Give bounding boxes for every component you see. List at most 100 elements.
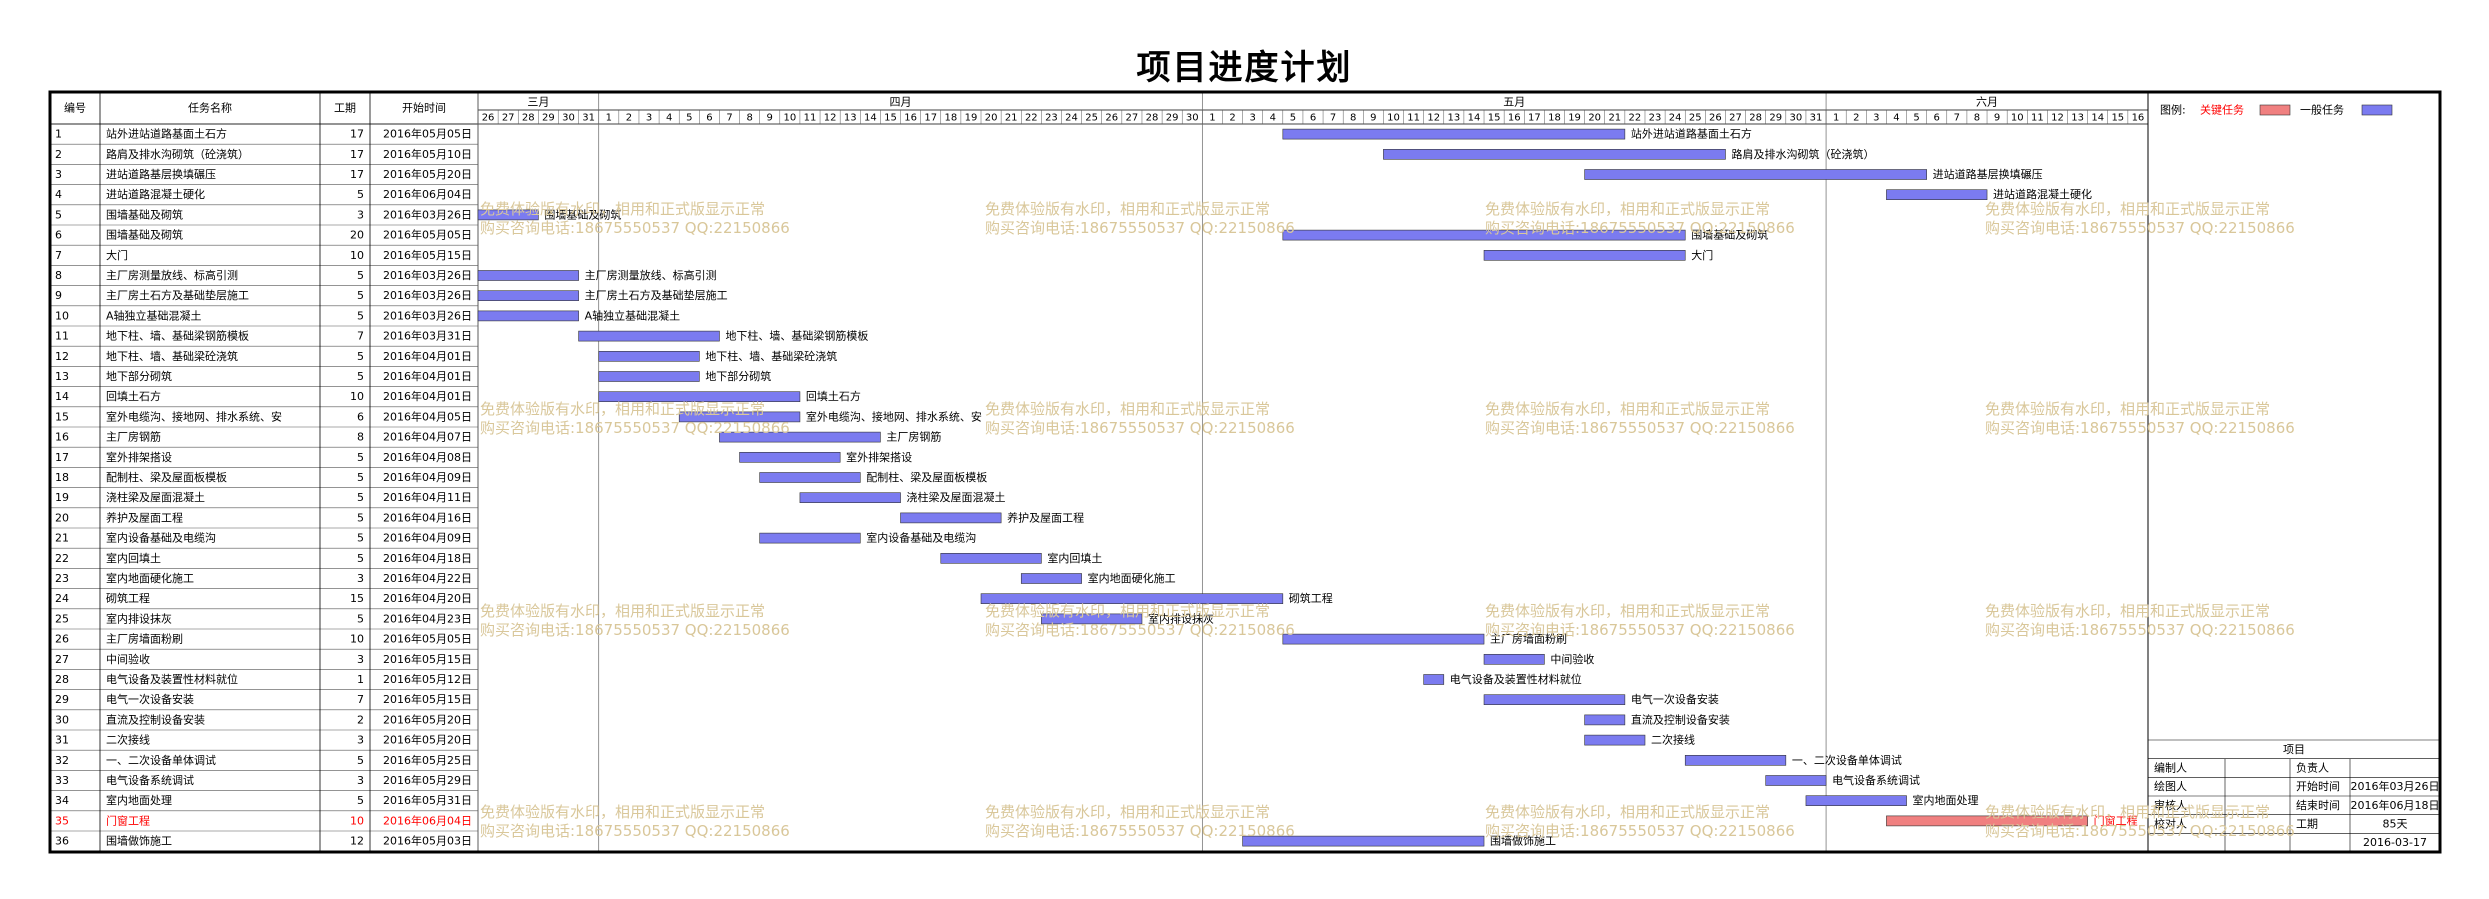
bar-label: 室内回填土 [1047, 551, 1102, 565]
task-bar[interactable] [578, 330, 720, 342]
task-no: 5 [55, 208, 62, 221]
task-start: 2016年04月09日 [383, 531, 472, 545]
task-no: 24 [55, 592, 69, 605]
task-duration: 17 [350, 168, 364, 181]
task-bar[interactable] [1423, 674, 1445, 685]
task-duration: 3 [357, 208, 364, 221]
task-duration: 2 [357, 713, 364, 726]
task-duration: 7 [357, 330, 364, 343]
task-start: 2016年05月03日 [383, 834, 472, 848]
task-bar[interactable] [598, 350, 700, 362]
task-name: 大门 [106, 248, 128, 262]
day-label: 2 [1229, 113, 1235, 124]
task-start: 2016年05月05日 [383, 127, 472, 141]
task-start: 2016年05月15日 [383, 248, 472, 262]
day-label: 8 [1350, 113, 1356, 124]
task-start: 2016年05月25日 [383, 753, 472, 767]
task-bar[interactable] [1886, 189, 1988, 200]
task-bar[interactable] [1282, 633, 1485, 645]
task-bar[interactable] [678, 411, 801, 423]
task-name: 室外电缆沟、接地网、排水系统、安 [106, 409, 282, 423]
task-bar[interactable] [1483, 250, 1686, 261]
month-label: 五月 [1503, 96, 1525, 109]
task-bar[interactable] [799, 492, 901, 504]
day-label: 27 [1126, 113, 1139, 124]
day-label: 2 [1853, 113, 1859, 124]
task-bar[interactable] [598, 371, 700, 382]
task-name: 室内地面硬化施工 [106, 571, 194, 585]
task-bar[interactable] [719, 431, 881, 443]
task-name: 室内设备基础及电缆沟 [106, 531, 216, 545]
task-start: 2016年05月20日 [383, 167, 472, 181]
task-no: 25 [55, 612, 69, 625]
day-label: 3 [1873, 113, 1879, 124]
info-cell: 结束时间 [2296, 799, 2340, 812]
task-start: 2016年05月10日 [383, 147, 472, 161]
task-no: 18 [55, 471, 69, 484]
task-bar[interactable] [598, 391, 801, 403]
task-bar[interactable] [1383, 149, 1726, 160]
task-bar[interactable] [1282, 128, 1626, 140]
task-bar[interactable] [477, 310, 579, 322]
day-label: 3 [646, 113, 652, 124]
task-bar[interactable] [477, 270, 579, 281]
task-bar[interactable] [900, 512, 1002, 524]
day-label: 16 [1508, 113, 1521, 124]
task-bar[interactable] [759, 532, 861, 544]
task-no: 2 [55, 148, 62, 161]
task-start: 2016年03月26日 [383, 207, 472, 221]
task-bar[interactable] [477, 209, 539, 221]
day-label: 24 [1669, 113, 1682, 124]
day-label: 25 [1689, 113, 1702, 124]
task-duration: 5 [357, 794, 364, 807]
task-bar[interactable] [1041, 613, 1143, 625]
day-label: 24 [1065, 113, 1078, 124]
day-label: 16 [2132, 113, 2145, 124]
task-duration: 5 [357, 451, 364, 464]
task-start: 2016年05月20日 [383, 733, 472, 747]
day-label: 17 [1528, 113, 1541, 124]
task-name: 电气一次设备安装 [106, 692, 194, 706]
task-bar[interactable] [940, 552, 1042, 564]
task-bar[interactable] [1483, 694, 1626, 706]
task-no: 16 [55, 431, 69, 444]
bar-label: 配制柱、梁及屋面板模板 [866, 470, 987, 484]
task-bar[interactable] [980, 593, 1284, 605]
task-bar[interactable] [759, 472, 861, 483]
task-name: 直流及控制设备安装 [106, 712, 205, 726]
day-label: 12 [824, 113, 837, 124]
legend-critical-label: 关键任务 [2200, 103, 2244, 117]
day-label: 11 [804, 113, 817, 124]
task-duration: 5 [357, 754, 364, 767]
task-bar[interactable] [1020, 573, 1082, 584]
task-duration: 5 [357, 350, 364, 363]
task-bar[interactable] [1282, 229, 1686, 241]
task-bar[interactable] [1765, 775, 1827, 786]
day-label: 14 [2091, 113, 2104, 124]
task-start: 2016年04月23日 [383, 611, 472, 625]
bar-label: 电气设备系统调试 [1832, 773, 1920, 787]
day-label: 28 [1146, 113, 1159, 124]
task-bar[interactable] [1242, 835, 1485, 847]
task-bar[interactable] [1584, 714, 1626, 726]
task-bar[interactable] [477, 290, 579, 302]
task-no: 11 [55, 330, 69, 343]
task-bar[interactable] [739, 451, 841, 463]
task-bar[interactable] [1584, 169, 1927, 180]
day-label: 23 [1649, 113, 1662, 124]
bar-label: 二次接线 [1651, 733, 1695, 747]
task-no: 9 [55, 289, 62, 302]
task-name: 围墙基础及砌筑 [106, 207, 183, 221]
task-no: 1 [55, 128, 62, 141]
task-bar[interactable] [1684, 754, 1787, 766]
day-label: 5 [1290, 113, 1296, 124]
task-name: 主厂房测量放线、标高引测 [106, 268, 238, 282]
task-name: 围墙做饰施工 [106, 834, 172, 848]
task-bar[interactable] [1805, 795, 1907, 807]
task-bar[interactable] [1483, 653, 1545, 665]
day-label: 6 [1934, 113, 1940, 124]
info-cell: 2016年06月18日 [2351, 798, 2440, 812]
task-bar[interactable] [1584, 734, 1646, 746]
task-bar-critical[interactable] [1886, 815, 2088, 827]
task-duration: 5 [357, 471, 364, 484]
